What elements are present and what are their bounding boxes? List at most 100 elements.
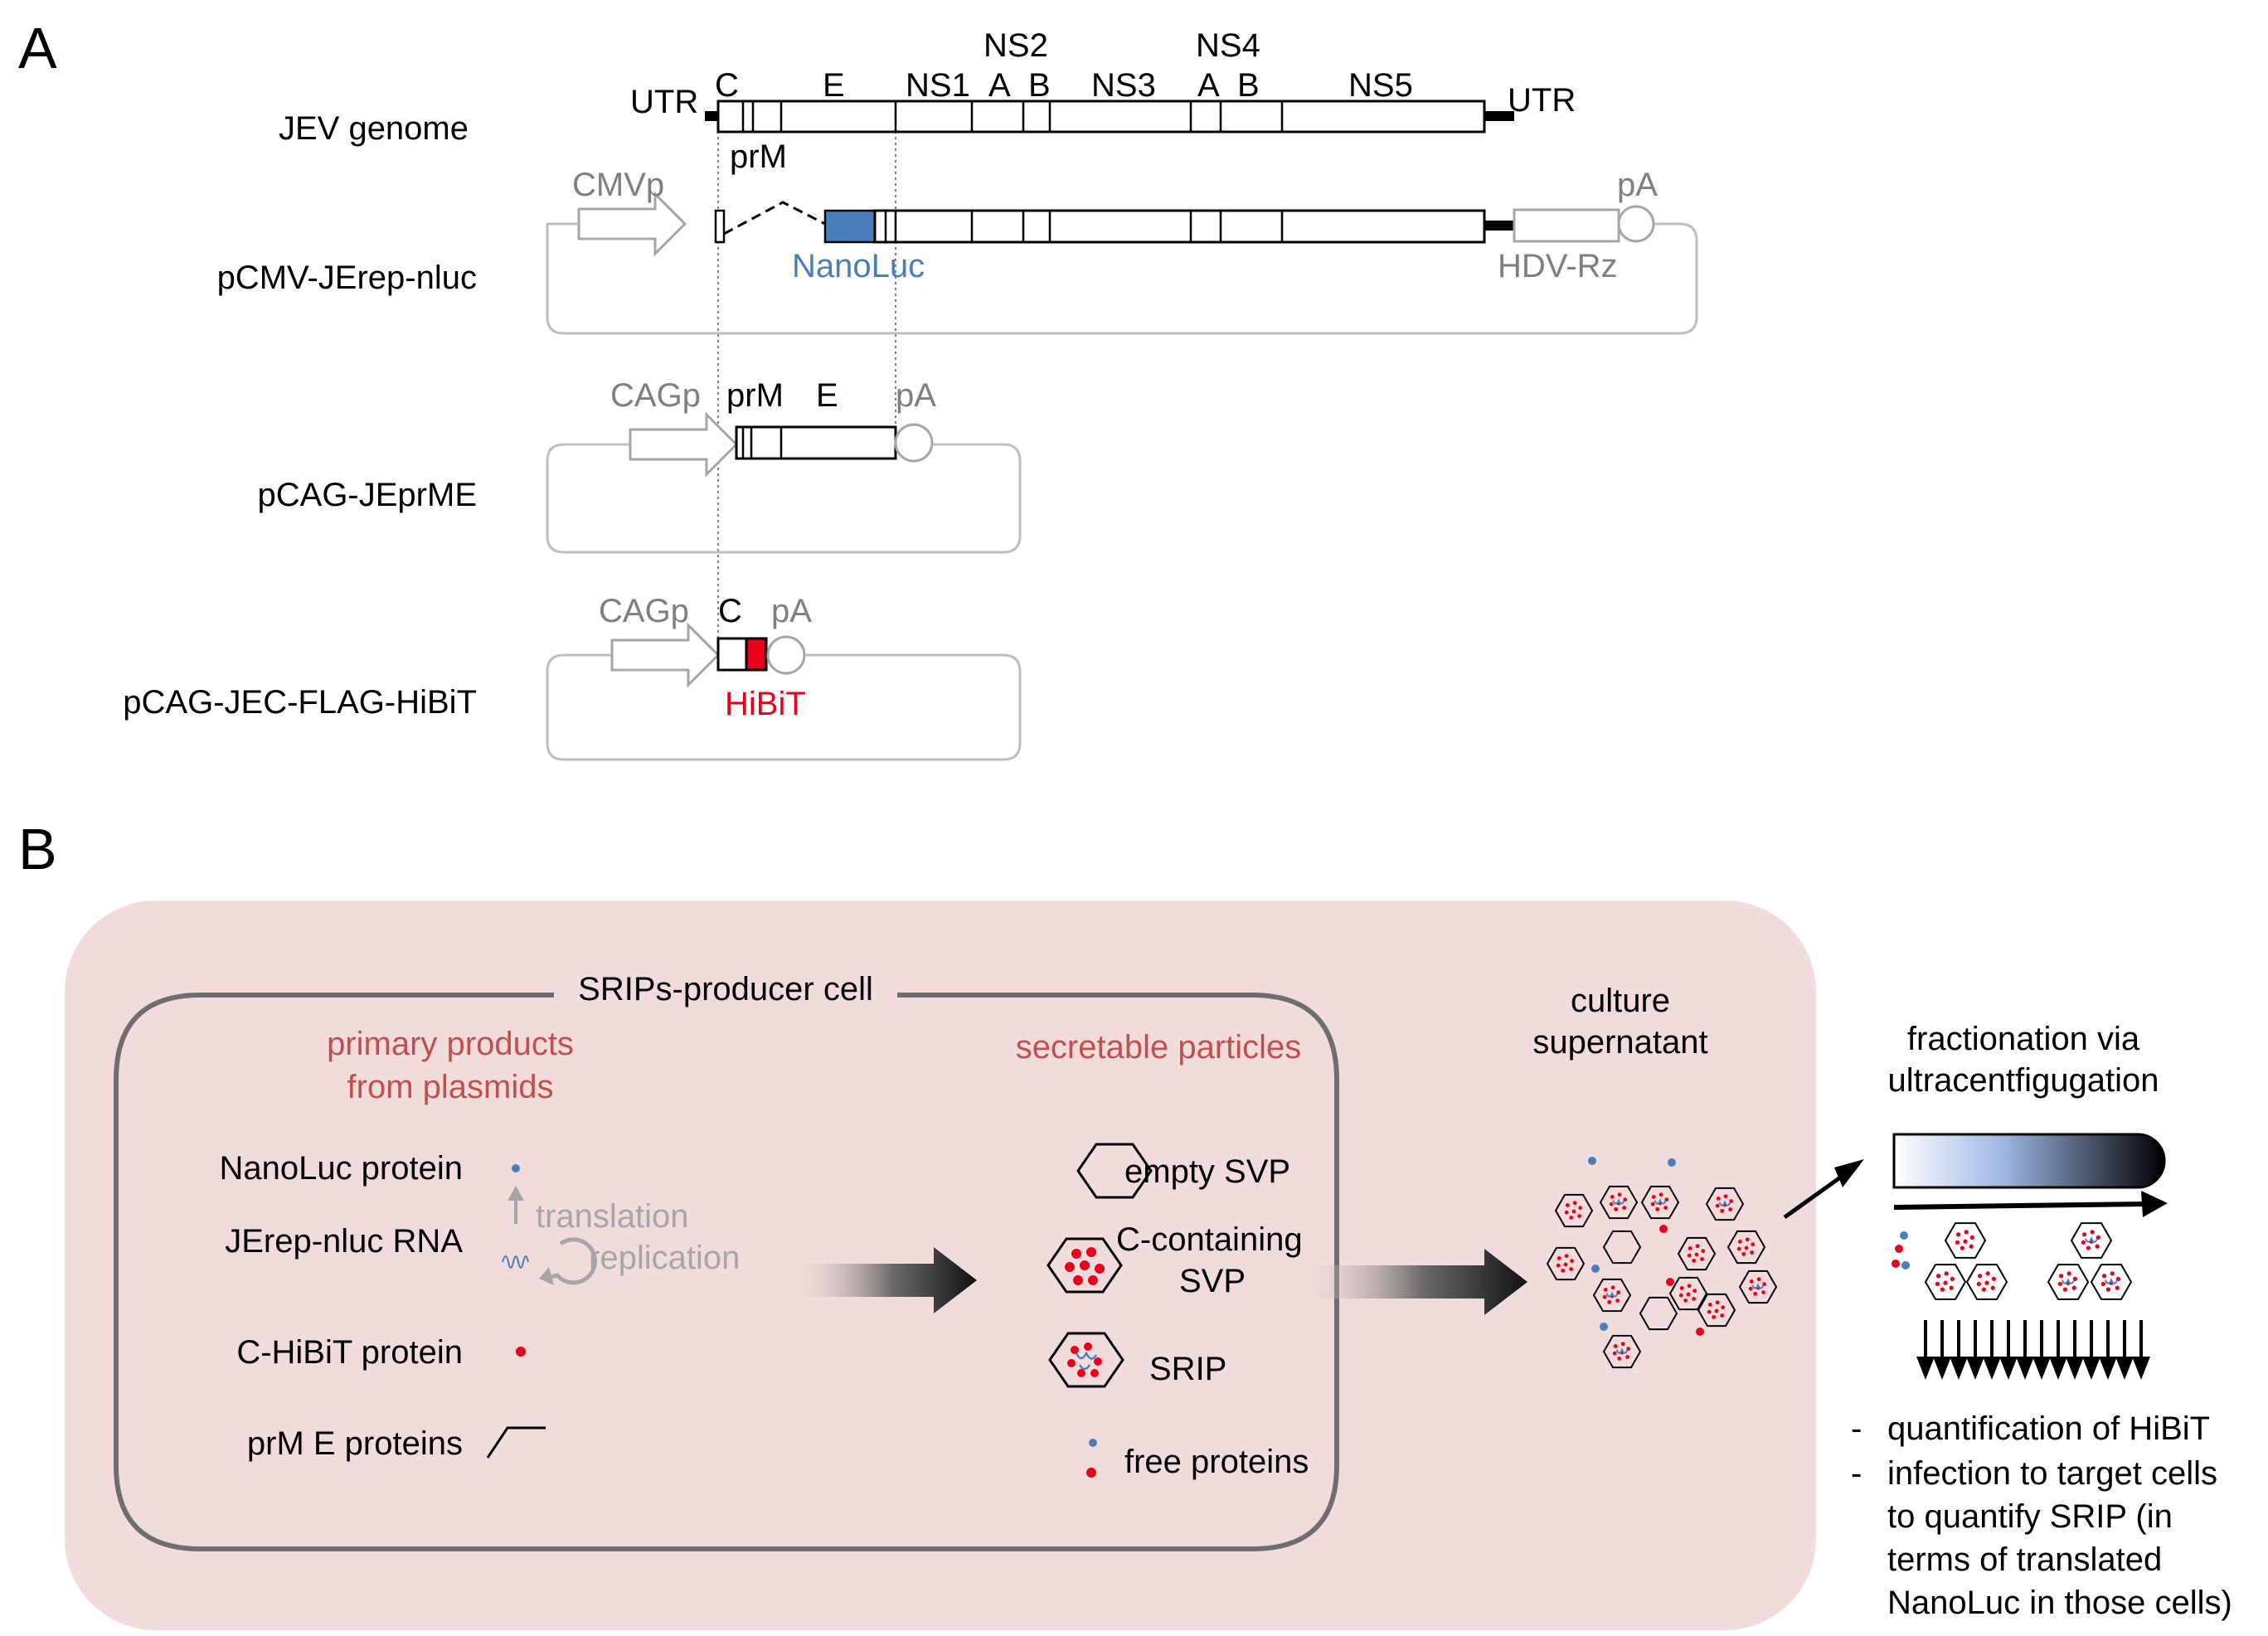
ns2-label: NS2: [983, 27, 1048, 64]
srip-particle: [1640, 1185, 1680, 1220]
utr5-label: UTR: [630, 84, 698, 120]
c-svp-particle: [1697, 1293, 1736, 1328]
nanoluc-protein-label: NanoLuc protein: [219, 1150, 463, 1187]
capsid-dot: [1569, 1267, 1574, 1272]
capsid-dot: [1700, 1257, 1705, 1262]
c-label: C: [715, 67, 739, 104]
utr3-bar: [1484, 111, 1514, 121]
producer-cell-boundary: [114, 993, 1339, 1551]
capsid-dot: [1572, 1201, 1577, 1206]
srip-particle: [2070, 1222, 2113, 1259]
capsid-dot: [1741, 1251, 1746, 1256]
bullet-marker-1: -: [1851, 1410, 1862, 1447]
srip-particle: [1602, 1334, 1642, 1369]
producer-cell-title: SRIPs-producer cell: [578, 971, 873, 1007]
replication-label: replication: [589, 1240, 740, 1276]
capsid-dot: [1716, 1196, 1721, 1201]
c-svp-particle: [1726, 1230, 1766, 1265]
panel-a-letter: A: [18, 16, 57, 80]
capsid-dot: [1602, 1294, 1607, 1299]
c-svp-cargo: [1065, 1247, 1105, 1285]
nanoluc-protein-dot: [512, 1164, 520, 1172]
capsid-dot: [1615, 1299, 1620, 1303]
capsid-dot: [2081, 1240, 2086, 1245]
capsid-dot: [1707, 1302, 1712, 1307]
cmv-promoter-arrow: [577, 191, 687, 257]
capsid-dot: [1950, 1276, 1955, 1282]
capsid-dot: [1613, 1343, 1618, 1348]
empty-svp-hexagon: [1076, 1143, 1153, 1199]
ns3-label: NS3: [1091, 67, 1156, 104]
capsid-dot: [1935, 1281, 1940, 1287]
capsid-dot: [1969, 1235, 1975, 1240]
e-label: E: [823, 67, 845, 104]
alignment-guides: [717, 131, 896, 647]
srip-cargo: [1067, 1342, 1102, 1377]
bullet-2-line3: terms of translated: [1887, 1541, 2162, 1578]
free-hibit-dot: [1666, 1278, 1674, 1286]
fraction-arrow-head: [2099, 1357, 2117, 1380]
capsid-dot: [2086, 1245, 2091, 1250]
capsid-dot: [2066, 1271, 2071, 1276]
capsid-dot: [1694, 1252, 1699, 1257]
fractionation-label-line2: ultracentfigugation: [1888, 1062, 2159, 1099]
capsid-dot: [1692, 1297, 1697, 1302]
rna-squiggle: [1751, 1283, 1765, 1289]
fraction-arrow-head: [2049, 1357, 2067, 1380]
capsid-box: [716, 637, 748, 672]
capsid-dot: [1603, 1287, 1608, 1292]
gradient-direction-arrowhead: [2141, 1191, 2168, 1217]
capsid-dot: [1678, 1293, 1683, 1298]
capsid-dot: [2071, 1285, 2076, 1290]
e-label: E: [816, 377, 838, 414]
capsid-dot: [1577, 1214, 1582, 1219]
capsid-dot: [1955, 1232, 1961, 1237]
bullet-marker-2: -: [1851, 1455, 1862, 1492]
capsid-dot: [2057, 1281, 2063, 1287]
capsid-dot: [1570, 1259, 1575, 1264]
empty-svp-particle: [1602, 1230, 1642, 1265]
capsid-dot: [1687, 1284, 1692, 1289]
free-hibit-dot: [1895, 1245, 1903, 1253]
srip-hexagon: [1048, 1332, 1124, 1388]
ns2b-label: B: [1028, 67, 1051, 104]
cmv-promoter-label: CMVp: [572, 167, 664, 203]
replication-cycle-arrow: [550, 1237, 598, 1285]
capsid-dot: [2058, 1274, 2064, 1279]
rna-squiggle: [502, 1255, 529, 1269]
prm-label: prM: [726, 377, 784, 414]
label-pcag-jeprme: pCAG-JEprME: [258, 477, 478, 513]
fraction-arrow-head: [1916, 1357, 1935, 1380]
bullet-2-line4: NanoLuc in those cells): [1887, 1585, 2232, 1621]
rna-squiggle: [2104, 1278, 2119, 1284]
free-nanoluc-dot: [1901, 1261, 1910, 1269]
capsid-dot: [1578, 1206, 1583, 1211]
c-hibit-protein-label: C-HiBiT protein: [236, 1334, 463, 1371]
bullet-2-line1: infection to target cells: [1887, 1455, 2217, 1492]
pcag-jeprme-map: CAGp prM E pA: [546, 377, 1022, 554]
supernatant-particles: [1546, 1157, 1778, 1369]
replicon-box: [873, 209, 1486, 244]
bullet-1-line1: quantification of HiBiT: [1887, 1410, 2210, 1447]
ns5-label: NS5: [1348, 67, 1413, 104]
ns4b-label: B: [1237, 67, 1260, 104]
capsid-dot: [1659, 1192, 1663, 1197]
capsid-dot: [1963, 1239, 1968, 1244]
capsid-dot: [1557, 1255, 1561, 1260]
capsid-dot: [1614, 1206, 1619, 1211]
utr3-segment: [1484, 221, 1514, 231]
capsid-dot: [1695, 1244, 1700, 1249]
capsid-dot: [1976, 1281, 1982, 1287]
empty-svp-label: empty SVP: [1124, 1153, 1290, 1190]
capsid-dot: [1749, 1279, 1754, 1284]
to-fractionation-arrow: [1783, 1173, 1844, 1220]
capsid-dot: [1564, 1254, 1569, 1259]
capsid-dot: [2115, 1285, 2120, 1290]
pcag-jec-flag-hibit-map: CAGp C pA HiBiT: [546, 593, 1022, 761]
capsid-dot: [1622, 1206, 1627, 1211]
pa-circle: [1617, 205, 1655, 243]
hibit-box: [745, 637, 768, 672]
free-nanoluc-dot: [1588, 1157, 1596, 1165]
c-svp-particle: [1677, 1236, 1717, 1271]
ns1-label: NS1: [906, 67, 970, 104]
